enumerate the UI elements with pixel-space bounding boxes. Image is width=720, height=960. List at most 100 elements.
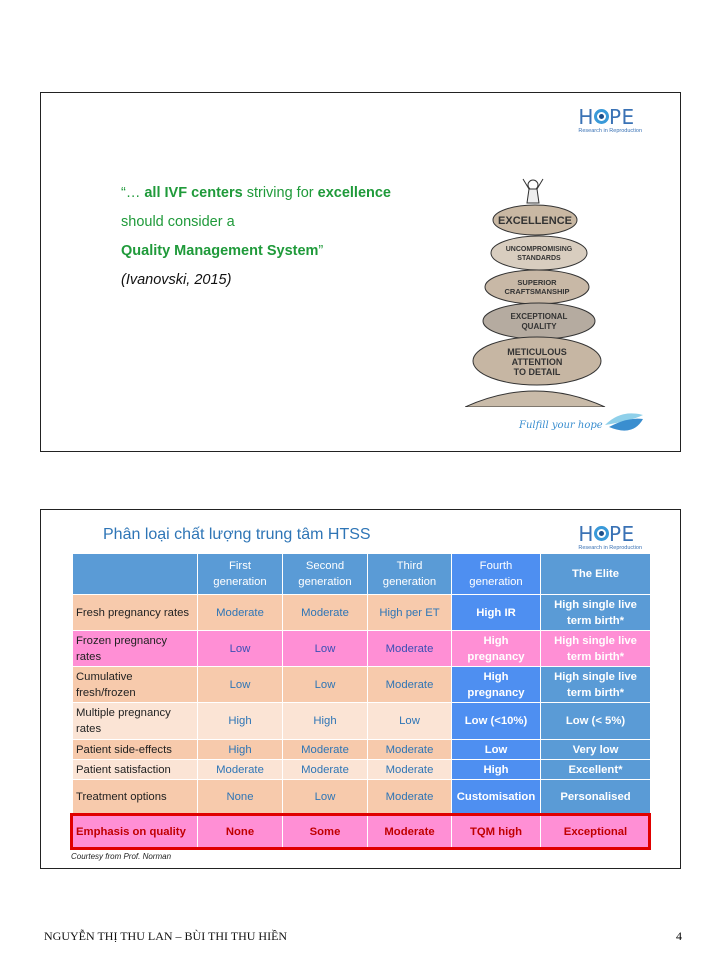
quote-bold: Quality Management System	[121, 243, 319, 259]
hope-logo: H PE Research in Reproduction	[578, 524, 642, 551]
table-cell: High	[282, 702, 368, 740]
table-cell: High	[197, 739, 283, 760]
table-cell: Low	[367, 702, 452, 740]
table-cell: Very low	[540, 739, 651, 760]
table-cell: Exceptional	[540, 814, 651, 849]
column-header: Fourth generation	[451, 553, 541, 595]
table-cell: Moderate	[367, 814, 452, 849]
excellence-rocks-illustration: EXCELLENCE UNCOMPROMISING STANDARDS SUPE…	[465, 178, 606, 407]
row-label: Fresh pregnancy rates	[72, 594, 198, 631]
table-cell: Low (<10%)	[451, 702, 541, 740]
table-cell: Customisation	[451, 779, 541, 815]
slide-title: Phân loại chất lượng trung tâm HTSS	[103, 526, 371, 543]
citation: (Ivanovski, 2015)	[121, 272, 232, 288]
table-cell: Moderate	[282, 759, 368, 780]
quote-text: striving for	[242, 185, 318, 201]
row-label: Frozen pregnancy rates	[72, 630, 198, 667]
row-label: Multiple pregnancy rates	[72, 702, 198, 740]
svg-text:SUPERIOR: SUPERIOR	[517, 278, 557, 287]
footer-authors: NGUYỄN THỊ THU LAN – BÙI THI THU HIỀN	[44, 929, 288, 943]
column-header: The Elite	[540, 553, 651, 595]
quote-bold: excellence	[317, 185, 391, 201]
logo-text: H	[578, 522, 594, 546]
table-cell: Excellent*	[540, 759, 651, 780]
svg-text:ATTENTION: ATTENTION	[512, 357, 563, 367]
column-header	[72, 553, 198, 595]
table-cell: High single live term birth*	[540, 666, 651, 703]
svg-text:QUALITY: QUALITY	[521, 322, 557, 331]
svg-text:STANDARDS: STANDARDS	[517, 255, 561, 262]
table-cell: High pregnancy	[451, 630, 541, 667]
table-cell: Low	[282, 779, 368, 815]
table-cell: Low	[282, 666, 368, 703]
column-header: Second generation	[282, 553, 368, 595]
table-cell: Low (< 5%)	[540, 702, 651, 740]
table-cell: Moderate	[367, 759, 452, 780]
table-cell: High	[197, 702, 283, 740]
svg-text:CRAFTSMANSHIP: CRAFTSMANSHIP	[505, 287, 570, 296]
table-cell: TQM high	[451, 814, 541, 849]
quote-text: “…	[121, 185, 145, 201]
quote-bold: all IVF centers	[144, 185, 243, 201]
logo-subtitle: Research in Reproduction	[578, 545, 642, 551]
table-cell: High per ET	[367, 594, 452, 631]
rock-label: EXCELLENCE	[498, 215, 572, 227]
table-cell: None	[197, 814, 283, 849]
table-cell: Moderate	[367, 779, 452, 815]
svg-text:EXCEPTIONAL: EXCEPTIONAL	[511, 312, 568, 321]
column-header: First generation	[197, 553, 283, 595]
table-cell: Some	[282, 814, 368, 849]
table-cell: High pregnancy	[451, 666, 541, 703]
table-cell: Moderate	[282, 739, 368, 760]
svg-text:TO DETAIL: TO DETAIL	[514, 367, 561, 377]
slide-2: Phân loại chất lượng trung tâm HTSS H PE …	[40, 509, 681, 869]
eye-icon	[593, 109, 609, 124]
table-cell: Moderate	[282, 594, 368, 631]
table-cell: Low	[197, 666, 283, 703]
table-cell: Low	[282, 630, 368, 667]
row-label: Cumulative fresh/frozen	[72, 666, 198, 703]
logo-text: PE	[608, 105, 635, 129]
table-cell: Low	[197, 630, 283, 667]
table-cell: Moderate	[367, 630, 452, 667]
table-cell: None	[197, 779, 283, 815]
leaf-logo-icon	[605, 413, 643, 431]
hope-logo: H PE Research in Reproduction	[578, 107, 642, 134]
table-cell: High	[451, 759, 541, 780]
table-cell: Moderate	[367, 739, 452, 760]
column-header: Third generation	[367, 553, 452, 595]
quote: “… all IVF centers striving for excellen…	[121, 179, 391, 295]
quote-text: ”	[318, 243, 324, 259]
eye-icon	[593, 526, 609, 541]
slide-1: H PE Research in Reproduction “… all IVF …	[40, 92, 681, 452]
svg-text:METICULOUS: METICULOUS	[507, 347, 567, 357]
courtesy-note: Courtesy from Prof. Norman	[71, 852, 172, 861]
quote-text: should consider a	[121, 214, 235, 230]
table-cell: High single live term birth*	[540, 594, 651, 631]
table-cell: Moderate	[197, 594, 283, 631]
table-cell: Personalised	[540, 779, 651, 815]
logo-text: H	[578, 105, 594, 129]
table-cell: Low	[451, 739, 541, 760]
row-label: Patient satisfaction	[72, 759, 198, 780]
row-label: Treatment options	[72, 779, 198, 815]
tagline: Fulfill your hope	[519, 420, 603, 431]
table-cell: Moderate	[367, 666, 452, 703]
table-cell: Moderate	[197, 759, 283, 780]
table-cell: High single live term birth*	[540, 630, 651, 667]
logo-text: PE	[608, 522, 635, 546]
table-cell: High IR	[451, 594, 541, 631]
logo-subtitle: Research in Reproduction	[578, 128, 642, 134]
row-label: Patient side-effects	[72, 739, 198, 760]
row-label: Emphasis on quality	[72, 814, 198, 849]
